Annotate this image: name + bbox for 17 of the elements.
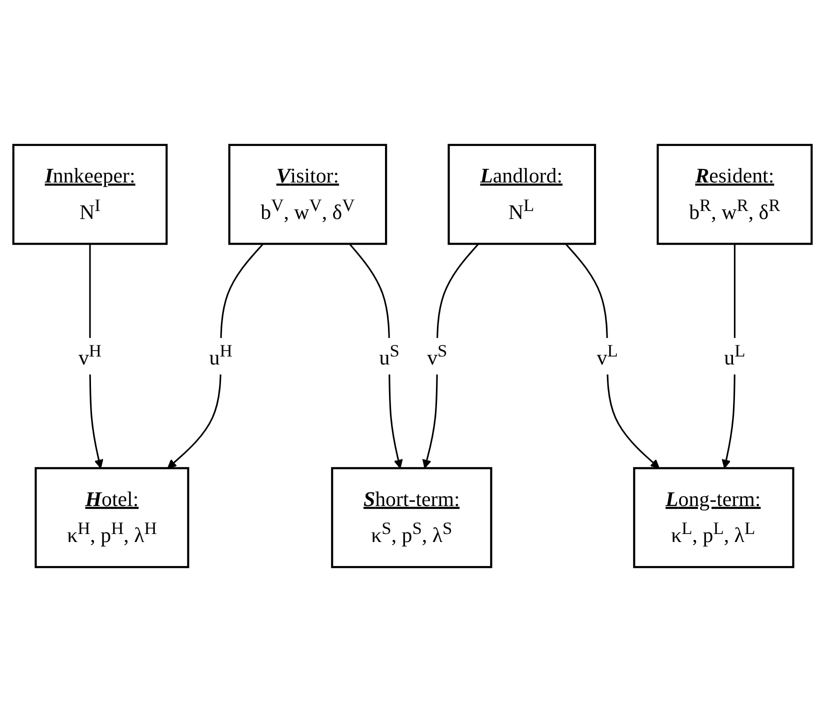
edge-label: u$^{L}$ (724, 341, 746, 370)
edge-label: v$^{H}$ (78, 341, 102, 370)
node-box: Visitor: b$^{V}$, w$^{V}$, δ$^{V}$ (228, 144, 388, 245)
edge-label: u$^{S}$ (379, 341, 400, 370)
node-box: Innkeeper: N$^{I}$ (12, 144, 168, 245)
node-box: Resident: b$^{R}$, w$^{R}$, δ$^{R}$ (656, 144, 813, 245)
node-box: Hotel: κ$^{H}$, p$^{H}$, λ$^{H}$ (34, 467, 190, 568)
arrow (167, 243, 264, 469)
node-box: Landlord: N$^{L}$ (448, 144, 596, 245)
edge-label: v$^{L}$ (596, 341, 618, 370)
arrow (565, 243, 660, 469)
edge-label: v$^{S}$ (427, 341, 448, 370)
edge-label: u$^{H}$ (209, 341, 232, 370)
node-box: Short-term: κ$^{S}$, p$^{S}$, λ$^{S}$ (331, 467, 492, 568)
arrow (348, 243, 403, 469)
node-box: Long-term: κ$^{L}$, p$^{L}$, λ$^{L}$ (633, 467, 794, 568)
arrow (422, 243, 480, 469)
